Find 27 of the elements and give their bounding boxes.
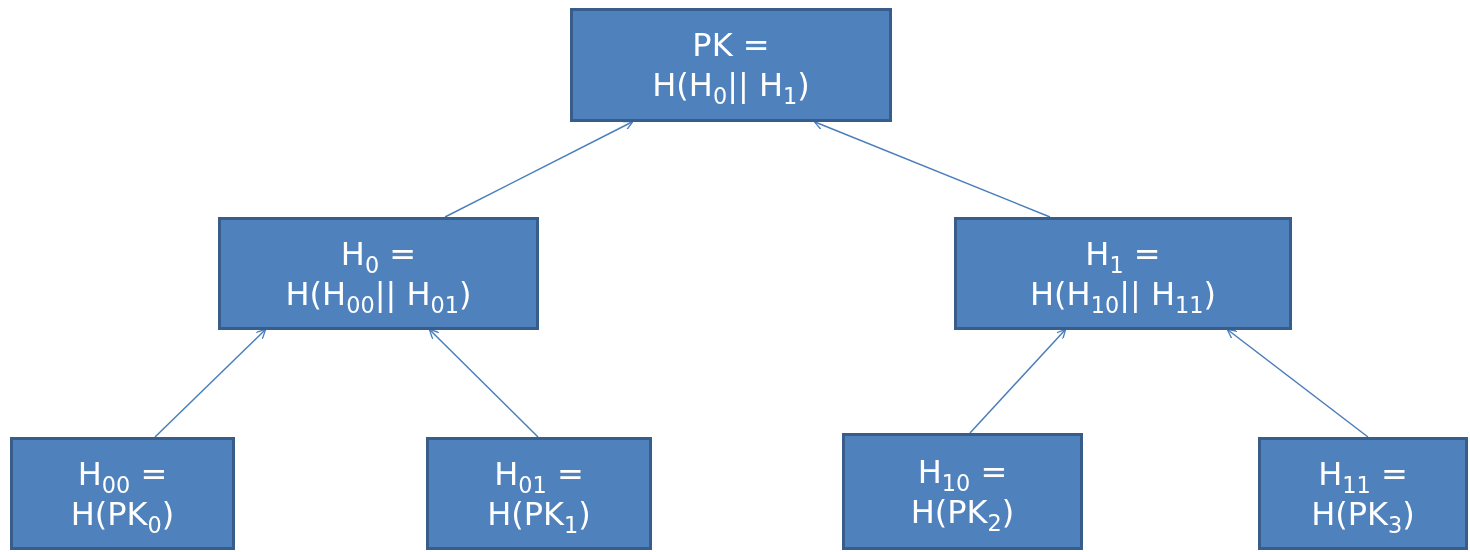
hash-box (10, 437, 235, 550)
hash-formula: H(H$_{10}$|| H$_{11}$) (1030, 273, 1216, 314)
hash-formula: H(H$_{00}$|| H$_{01}$) (285, 273, 472, 314)
arrow (444, 120, 634, 218)
hash-box (570, 8, 892, 122)
arrow (154, 328, 267, 438)
hash-formula: PK = (692, 25, 770, 65)
arrow (969, 328, 1067, 434)
hash-formula: H(PK$_{3}$) (1311, 493, 1415, 534)
hash-formula: H$_{01}$ = (494, 453, 584, 494)
hash-formula: H$_{0}$ = (340, 233, 417, 274)
hash-formula: H(PK$_{0}$) (70, 493, 175, 534)
arrow (428, 328, 539, 438)
hash-box (954, 217, 1292, 330)
hash-formula: H(PK$_{1}$) (487, 493, 591, 534)
arrow (813, 120, 1051, 218)
hash-formula: H$_{00}$ = (77, 453, 168, 494)
hash-box (426, 437, 652, 550)
hash-formula: H(H$_{0}$|| H$_{1}$) (652, 65, 810, 105)
hash-box (1258, 437, 1468, 550)
hash-formula: H$_{11}$ = (1318, 453, 1408, 494)
hash-formula: H$_{1}$ = (1085, 233, 1161, 274)
hash-formula: H$_{10}$ = (917, 451, 1008, 492)
hash-formula: H(PK$_{2}$) (910, 491, 1015, 532)
arrow (1226, 328, 1369, 438)
hash-box (842, 433, 1083, 550)
hash-box (218, 217, 539, 330)
